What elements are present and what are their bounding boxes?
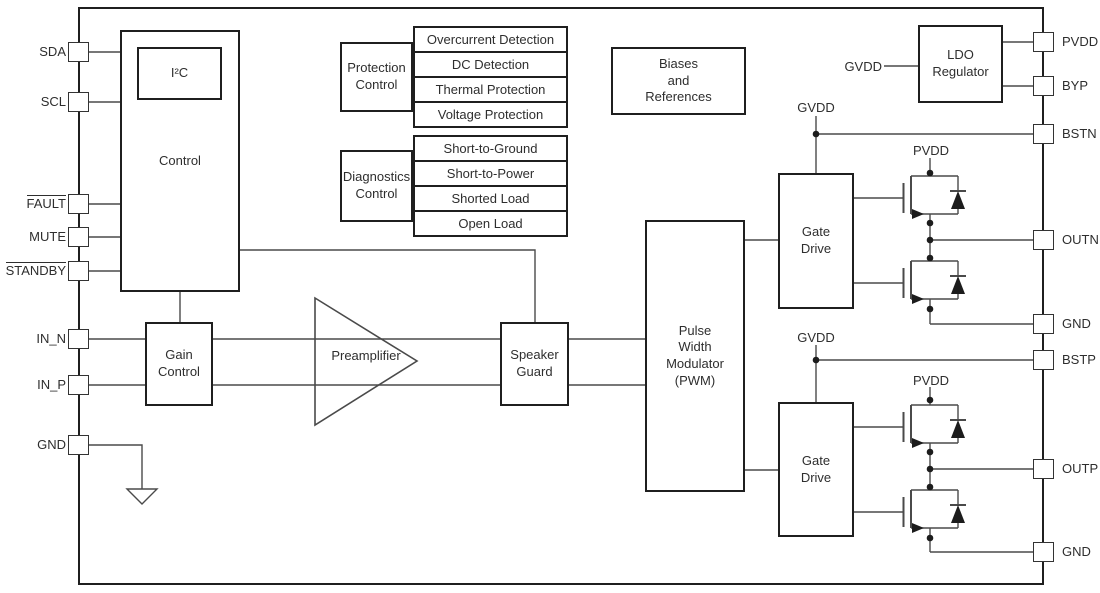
pin-scl: [68, 92, 89, 112]
nmos-low-side-p: [902, 489, 967, 534]
pin-scl-label: SCL: [40, 94, 66, 109]
protection-item: Thermal Protection: [413, 76, 568, 103]
pin-pvdd-label: PVDD: [1062, 34, 1099, 49]
pin-gnd-left-label: GND: [37, 437, 66, 452]
biases-references-label: Biases and References: [645, 56, 712, 105]
pwm-label: Pulse Width Modulator (PWM): [666, 322, 724, 388]
junction-dots: [812, 130, 934, 542]
protection-list: Overcurrent Detection DC Detection Therm…: [413, 26, 568, 128]
gain-control-label: Gain Control: [158, 347, 200, 379]
pin-in-n: [68, 329, 89, 349]
nmos-high-side-n: [902, 175, 967, 220]
speaker-guard-label: Speaker Guard: [510, 347, 559, 379]
pin-in-p: [68, 375, 89, 395]
ground-symbol: [125, 488, 159, 505]
pin-mute-label: MUTE: [29, 229, 66, 244]
pin-bstn-label: BSTN: [1062, 126, 1097, 141]
pin-gnd-bottom-right: [1033, 542, 1054, 562]
biases-references-block: Biases and References: [611, 47, 746, 115]
nmos-high-side-p: [902, 404, 967, 449]
diagnostics-item: Shorted Load: [413, 185, 568, 212]
diagnostics-item: Open Load: [413, 210, 568, 237]
pin-outp: [1033, 459, 1054, 479]
pin-sda-label: SDA: [39, 44, 66, 59]
gate-drive-top-block: Gate Drive: [778, 173, 854, 309]
wire-ldo-to-pins: [1003, 41, 1035, 87]
pin-fault: [68, 194, 89, 214]
pin-pvdd: [1033, 32, 1054, 52]
diagnostics-item: Short-to-Ground: [413, 135, 568, 162]
pwm-block: Pulse Width Modulator (PWM): [645, 220, 745, 492]
wire-pwm-to-gate-drives: [745, 239, 778, 471]
i2c-block: I²C: [137, 47, 222, 100]
preamp-triangle: [314, 296, 419, 427]
preamplifier-label: Preamplifier: [331, 348, 401, 363]
pin-standby: [68, 261, 89, 281]
wire-signal-path: [213, 338, 645, 386]
pvdd-label-top: PVDD: [912, 143, 950, 158]
diagnostics-control-block: Diagnostics Control: [340, 150, 413, 222]
gvdd-label-bottom: GVDD: [797, 330, 835, 345]
pin-fault-label: FAULT: [26, 195, 66, 211]
pin-byp-label: BYP: [1062, 78, 1089, 93]
diagnostics-control-label: Diagnostics Control: [342, 169, 411, 201]
diagnostics-item: Short-to-Power: [413, 160, 568, 187]
ldo-regulator-block: LDO Regulator: [918, 25, 1003, 103]
pvdd-label-bottom: PVDD: [912, 373, 950, 388]
protection-item: DC Detection: [413, 51, 568, 78]
protection-item: Overcurrent Detection: [413, 26, 568, 53]
pin-sda: [68, 42, 89, 62]
pin-gnd-left: [68, 435, 89, 455]
pin-in-n-label: IN_N: [36, 331, 66, 346]
pin-outn-label: OUTN: [1062, 232, 1099, 247]
pin-outn: [1033, 230, 1054, 250]
gvdd-label-ldo: GVDD: [844, 59, 882, 74]
gain-control-block: Gain Control: [145, 322, 213, 406]
protection-item: Voltage Protection: [413, 101, 568, 128]
gvdd-label-top: GVDD: [797, 100, 835, 115]
wire-control-to-speaker-guard: [240, 249, 536, 322]
pin-gnd-top-right: [1033, 314, 1054, 334]
pin-bstp: [1033, 350, 1054, 370]
pin-bstn: [1033, 124, 1054, 144]
ldo-regulator-label: LDO Regulator: [932, 47, 989, 79]
pin-bstp-label: BSTP: [1062, 352, 1096, 367]
gate-drive-label: Gate Drive: [800, 224, 832, 256]
i2c-label: I²C: [170, 65, 189, 81]
wire-left-pins: [88, 51, 145, 386]
wire-gate-leads: [854, 197, 903, 513]
nmos-low-side-n: [902, 260, 967, 305]
diagnostics-list: Short-to-Ground Short-to-Power Shorted L…: [413, 135, 568, 237]
gate-drive-label: Gate Drive: [800, 452, 832, 485]
pin-in-p-label: IN_P: [37, 377, 66, 392]
pin-outp-label: OUTP: [1062, 461, 1099, 476]
wire-gvdd-rails: [815, 116, 1035, 402]
protection-control-label: Protection Control: [347, 60, 406, 92]
wire-output-pins: [930, 239, 1035, 553]
wire-gnd-to-ground-symbol: [88, 444, 143, 489]
pin-mute: [68, 227, 89, 247]
protection-control-block: Protection Control: [340, 42, 413, 112]
speaker-guard-block: Speaker Guard: [500, 322, 569, 406]
pin-standby-label: STANDBY: [5, 262, 66, 278]
pin-byp: [1033, 76, 1054, 96]
control-label: Control: [159, 152, 201, 168]
gate-drive-bottom-block: Gate Drive: [778, 402, 854, 537]
pin-gnd-top-right-label: GND: [1062, 316, 1091, 331]
pin-gnd-bottom-right-label: GND: [1062, 544, 1091, 559]
